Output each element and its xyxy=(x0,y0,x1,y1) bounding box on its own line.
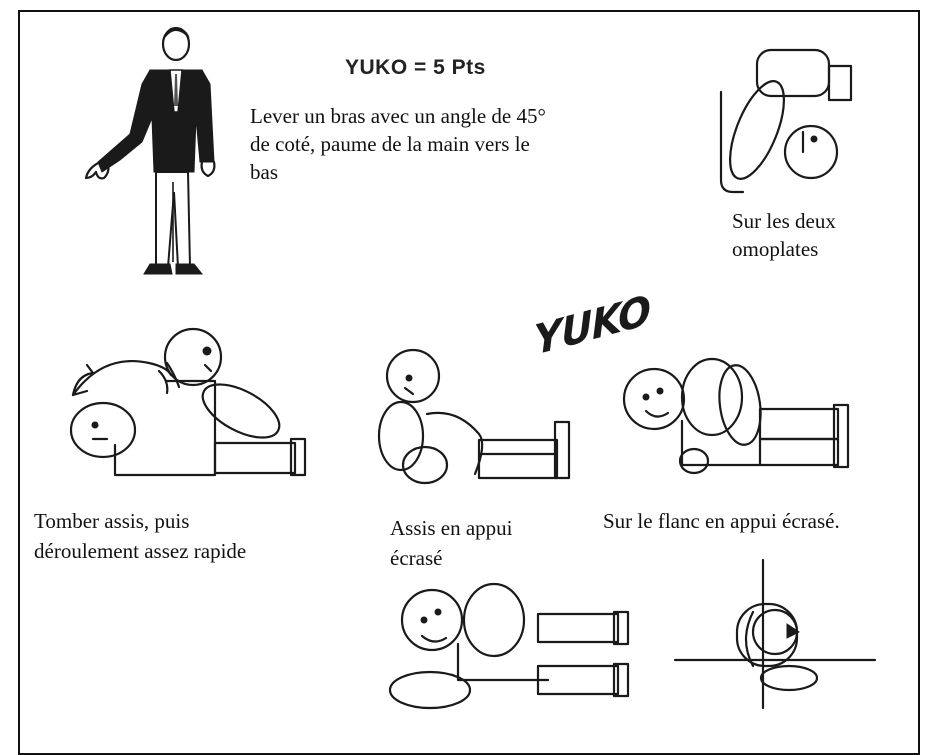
side-pressed-illustration xyxy=(622,357,850,475)
sitting-pressed-illustration xyxy=(377,348,571,485)
caption-omoplates-2: omoplates xyxy=(732,237,819,261)
caption-tomber-2: déroulement assez rapide xyxy=(34,539,247,563)
score-title: YUKO = 5 Pts xyxy=(345,56,486,79)
caption-flanc: Sur le flanc en appui écrasé. xyxy=(603,509,840,533)
caption-tomber-1: Tomber assis, puis xyxy=(34,509,190,533)
side-lying-illustration xyxy=(388,582,630,710)
sitting-fall-roll-illustration xyxy=(69,327,307,477)
instruction-line-1: Lever un bras avec un angle de 45° xyxy=(250,104,546,128)
caption-omoplates-1: Sur les deux xyxy=(732,209,836,233)
referee-illustration xyxy=(84,26,216,275)
instruction-line-2: de coté, paume de la main vers le xyxy=(250,132,530,156)
rolled-axis-illustration xyxy=(673,558,877,710)
caption-assis-2: écrasé xyxy=(390,546,443,570)
caption-assis-1: Assis en appui xyxy=(390,516,513,540)
instruction-line-3: bas xyxy=(250,160,278,184)
shoulders-pin-illustration xyxy=(719,48,853,194)
